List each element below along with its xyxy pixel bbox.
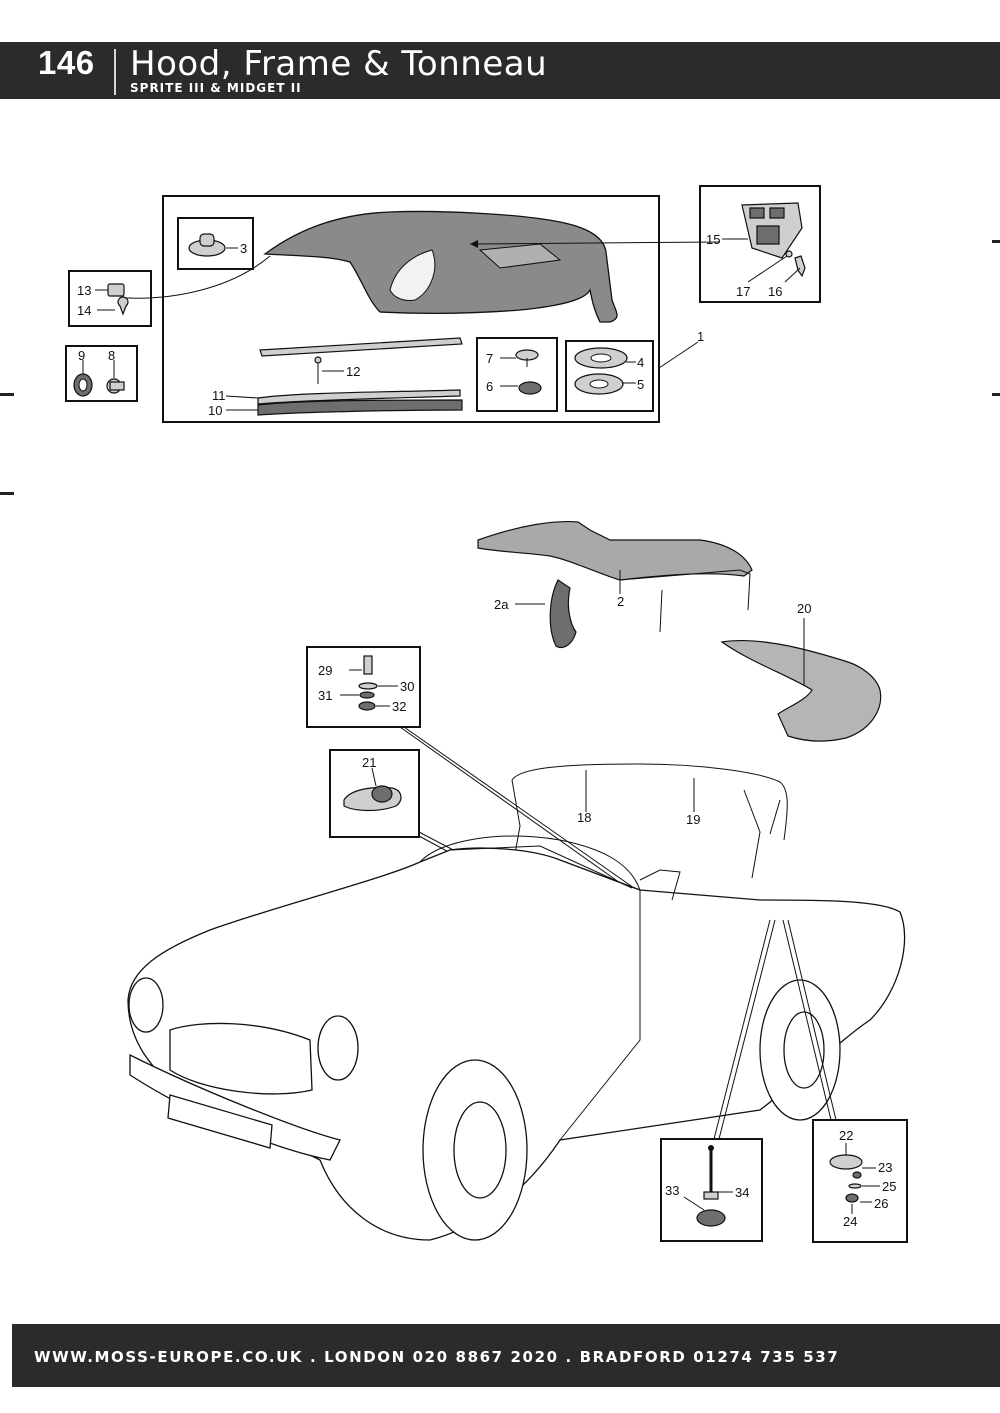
header-bar bbox=[0, 42, 1000, 99]
bag-strap-icon bbox=[549, 579, 577, 649]
callout-13: 13 bbox=[77, 283, 91, 298]
callout-32: 32 bbox=[392, 699, 406, 714]
callout-10: 10 bbox=[208, 403, 222, 418]
callout-29: 29 bbox=[318, 663, 332, 678]
hood-bag-group: 20 bbox=[720, 601, 882, 742]
part-4-5-box bbox=[565, 340, 654, 412]
hood-stowage-bag-icon bbox=[720, 639, 882, 742]
part-29-32-group: 29 30 31 32 bbox=[306, 646, 635, 891]
part-33-34-box bbox=[660, 1138, 763, 1242]
callout-2: 2 bbox=[617, 594, 624, 609]
hood-frame-group: 18 19 bbox=[511, 763, 788, 879]
callout-1: 1 bbox=[697, 329, 704, 344]
edge-mark-right-2 bbox=[992, 393, 1000, 396]
socket-icon bbox=[518, 381, 542, 395]
callout-34: 34 bbox=[735, 1185, 749, 1200]
seal-strip-icon bbox=[257, 399, 463, 416]
base-plate-icon bbox=[829, 1154, 863, 1170]
part-13-14-group: 13 14 bbox=[68, 255, 271, 327]
page-subtitle: SPRITE III & MIDGET II bbox=[130, 81, 302, 95]
number-plate-icon bbox=[167, 1094, 273, 1149]
callout-20: 20 bbox=[797, 601, 811, 616]
edge-mark-left-1 bbox=[0, 393, 14, 396]
footer-bar bbox=[12, 1324, 1000, 1387]
callout-12: 12 bbox=[346, 364, 360, 379]
callout-31: 31 bbox=[318, 688, 332, 703]
part-3-box bbox=[177, 217, 254, 270]
rail-icon bbox=[259, 337, 463, 357]
part-15-17-box bbox=[699, 185, 821, 303]
page-title: Hood, Frame & Tonneau bbox=[130, 44, 548, 84]
door-line-icon bbox=[559, 890, 641, 1141]
callout-16: 16 bbox=[768, 284, 782, 299]
part-21-box bbox=[329, 749, 420, 838]
hood-canvas-icon bbox=[263, 210, 618, 323]
screw-icon bbox=[117, 296, 129, 316]
callout-24: 24 bbox=[843, 1214, 857, 1229]
washer-small-icon bbox=[785, 250, 793, 258]
car-illustration bbox=[127, 835, 906, 1241]
callout-3: 3 bbox=[240, 241, 247, 256]
callout-17: 17 bbox=[736, 284, 750, 299]
callout-5: 5 bbox=[637, 377, 644, 392]
callout-4: 4 bbox=[637, 355, 644, 370]
callout-6: 6 bbox=[486, 379, 493, 394]
part-33-34-group: 33 34 bbox=[660, 919, 776, 1242]
part-29-32-box bbox=[306, 646, 421, 728]
footer-contact: WWW.MOSS-EUROPE.CO.UK . LONDON 020 8867 … bbox=[34, 1348, 840, 1366]
callout-26: 26 bbox=[874, 1196, 888, 1211]
edge-mark-right-1 bbox=[992, 240, 1000, 243]
part-15-17-group: 15 17 16 bbox=[469, 185, 821, 303]
part-6-7-box bbox=[476, 337, 558, 412]
tonneau-group: 2 2a bbox=[477, 521, 753, 649]
page-number: 146 bbox=[38, 44, 95, 81]
seal-icon bbox=[257, 389, 461, 405]
callout-2a: 2a bbox=[494, 597, 509, 612]
callout-22: 22 bbox=[839, 1128, 853, 1143]
windscreen-icon bbox=[419, 835, 641, 891]
callout-8: 8 bbox=[108, 348, 115, 363]
callout-14: 14 bbox=[77, 303, 91, 318]
callout-25: 25 bbox=[882, 1179, 896, 1194]
callout-21: 21 bbox=[362, 755, 376, 770]
callout-19: 19 bbox=[686, 812, 700, 827]
grommet-icon bbox=[696, 1209, 726, 1227]
part-8-9-box bbox=[65, 345, 138, 402]
part-13-14-box bbox=[68, 270, 152, 327]
part-22-26-box bbox=[812, 1119, 908, 1243]
callout-23: 23 bbox=[878, 1160, 892, 1175]
callout-30: 30 bbox=[400, 679, 414, 694]
grille-icon bbox=[169, 1022, 313, 1095]
callout-9: 9 bbox=[78, 348, 85, 363]
clip-icon bbox=[107, 283, 125, 297]
callout-15: 15 bbox=[706, 232, 720, 247]
hood-assembly-group: 3 12 11 10 7 6 4 5 bbox=[162, 195, 704, 423]
hood-frame-bow-icon bbox=[511, 763, 788, 841]
tonneau-cover-icon bbox=[477, 521, 753, 581]
part-8-9-group: 9 8 bbox=[65, 345, 138, 402]
headlamp-right-icon bbox=[317, 1015, 359, 1081]
callout-33: 33 bbox=[665, 1183, 679, 1198]
bolt-icon bbox=[794, 255, 806, 278]
part-22-26-group: 22 23 25 26 24 bbox=[782, 919, 908, 1243]
headlamp-left-icon bbox=[128, 977, 164, 1033]
stud-bolt-icon bbox=[363, 655, 373, 675]
hood-assembly-box bbox=[162, 195, 660, 423]
callout-11: 11 bbox=[212, 388, 226, 403]
callout-7: 7 bbox=[486, 351, 493, 366]
edge-mark-left-2 bbox=[0, 492, 14, 495]
header-divider bbox=[114, 49, 116, 95]
callout-18: 18 bbox=[577, 810, 591, 825]
